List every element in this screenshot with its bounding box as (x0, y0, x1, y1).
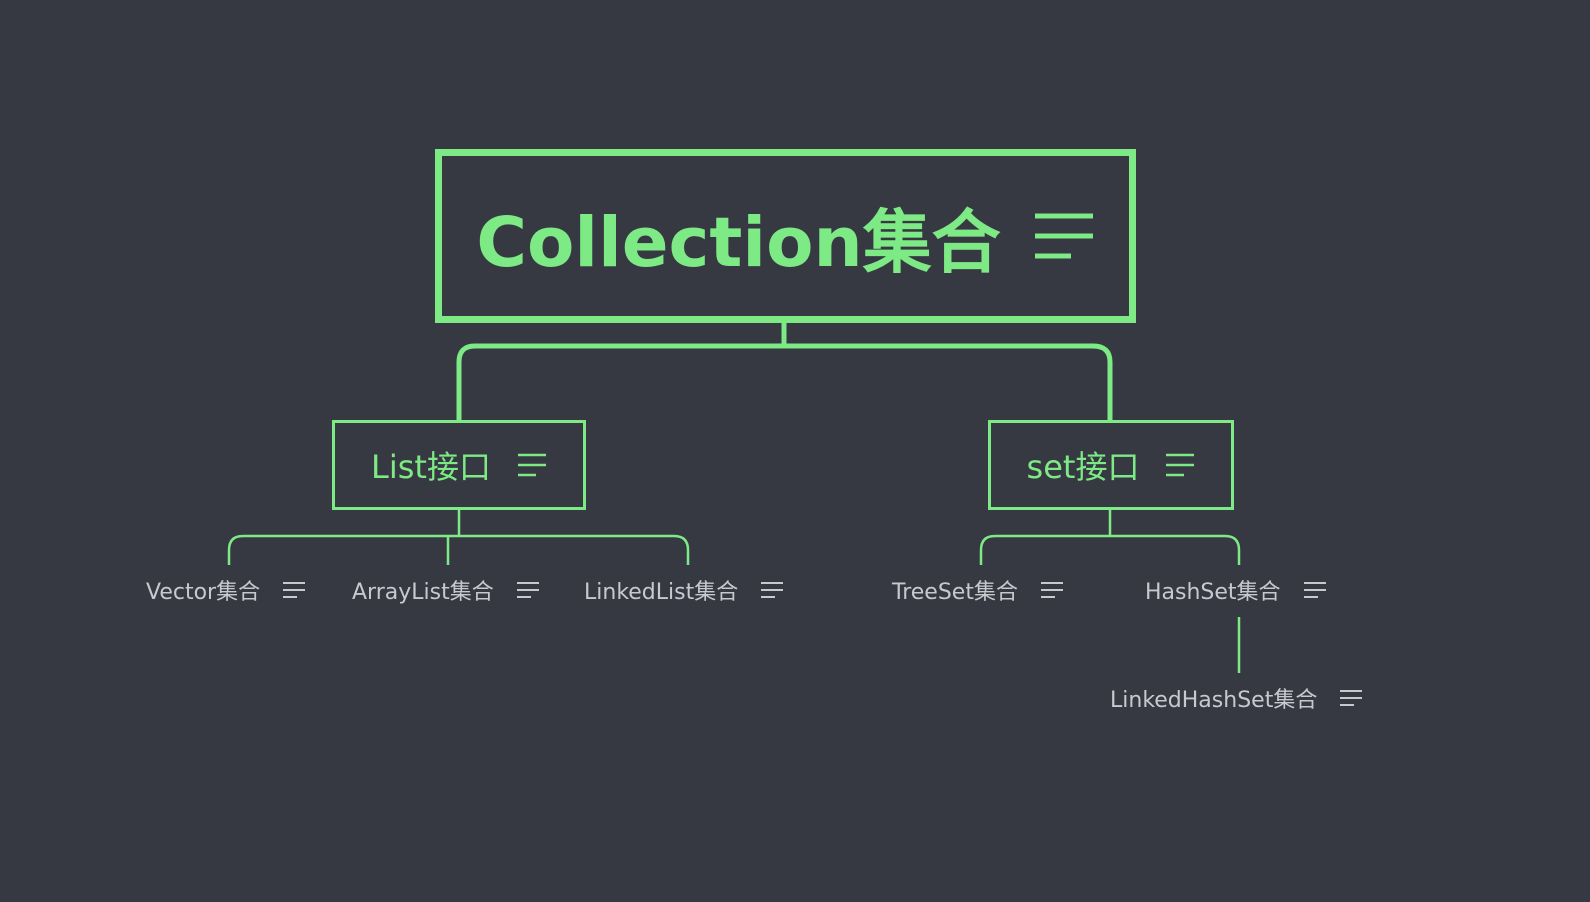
lines-menu-icon[interactable] (1339, 689, 1363, 707)
branch-node-set[interactable]: set接口 (988, 420, 1234, 510)
lines-menu-icon[interactable] (1165, 453, 1195, 477)
leaf-node-linkedhashset[interactable]: LinkedHashSet集合 (1110, 678, 1363, 718)
lines-menu-icon[interactable] (282, 581, 306, 599)
root-node-label: Collection集合 (476, 203, 1001, 283)
branch-node-label: List接口 (371, 448, 491, 486)
lines-menu-icon[interactable] (1303, 581, 1327, 599)
leaf-node-treeset[interactable]: TreeSet集合 (892, 570, 1064, 610)
branch-node-label: set接口 (1026, 448, 1140, 486)
leaf-node-linkedlist[interactable]: LinkedList集合 (584, 570, 784, 610)
root-node-collection[interactable]: Collection集合 (435, 149, 1136, 323)
lines-menu-icon[interactable] (760, 581, 784, 599)
lines-menu-icon[interactable] (1033, 211, 1095, 261)
leaf-node-label: ArrayList集合 (352, 580, 494, 605)
leaf-node-label: HashSet集合 (1145, 580, 1281, 605)
connector-list-to-children (227, 510, 690, 565)
branch-node-list[interactable]: List接口 (332, 420, 586, 510)
leaf-node-vector[interactable]: Vector集合 (146, 570, 306, 610)
lines-menu-icon[interactable] (516, 581, 540, 599)
leaf-node-hashset[interactable]: HashSet集合 (1145, 570, 1327, 610)
leaf-node-label: TreeSet集合 (892, 580, 1018, 605)
connector-set-to-children (979, 510, 1241, 565)
leaf-node-label: LinkedList集合 (584, 580, 739, 605)
lines-menu-icon[interactable] (1040, 581, 1064, 599)
connector-root-to-branches (456, 323, 1113, 420)
lines-menu-icon[interactable] (517, 453, 547, 477)
leaf-node-label: Vector集合 (146, 580, 261, 605)
leaf-node-arraylist[interactable]: ArrayList集合 (352, 570, 540, 610)
leaf-node-label: LinkedHashSet集合 (1110, 688, 1318, 713)
